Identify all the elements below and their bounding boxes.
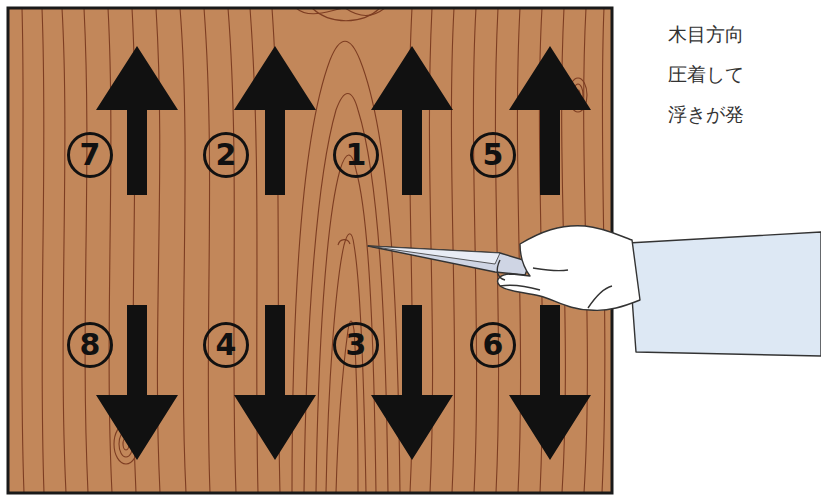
callout-number: 3	[346, 330, 367, 360]
callout-circle: 3	[333, 322, 379, 368]
note-text: 木目方向	[668, 22, 744, 48]
callout-circle: 7	[67, 132, 113, 178]
callout-circle: 5	[470, 132, 516, 178]
callout-circle: 2	[203, 132, 249, 178]
wood-grain	[22, 8, 605, 493]
callout-number: 6	[483, 330, 504, 360]
callout-circle: 4	[203, 322, 249, 368]
note-text: 浮きが発	[668, 102, 744, 128]
callout-number: 7	[80, 140, 101, 170]
callout-number: 1	[346, 140, 367, 170]
callout-number: 4	[216, 330, 237, 360]
callout-circle: 1	[333, 132, 379, 178]
hand-with-spatula	[368, 226, 821, 356]
callout-number: 5	[483, 140, 504, 170]
direction-arrows	[96, 46, 591, 460]
note-text: 圧着して	[668, 62, 744, 88]
callout-circle: 8	[67, 322, 113, 368]
callout-circle: 6	[470, 322, 516, 368]
callout-number: 8	[80, 330, 101, 360]
callout-number: 2	[216, 140, 237, 170]
